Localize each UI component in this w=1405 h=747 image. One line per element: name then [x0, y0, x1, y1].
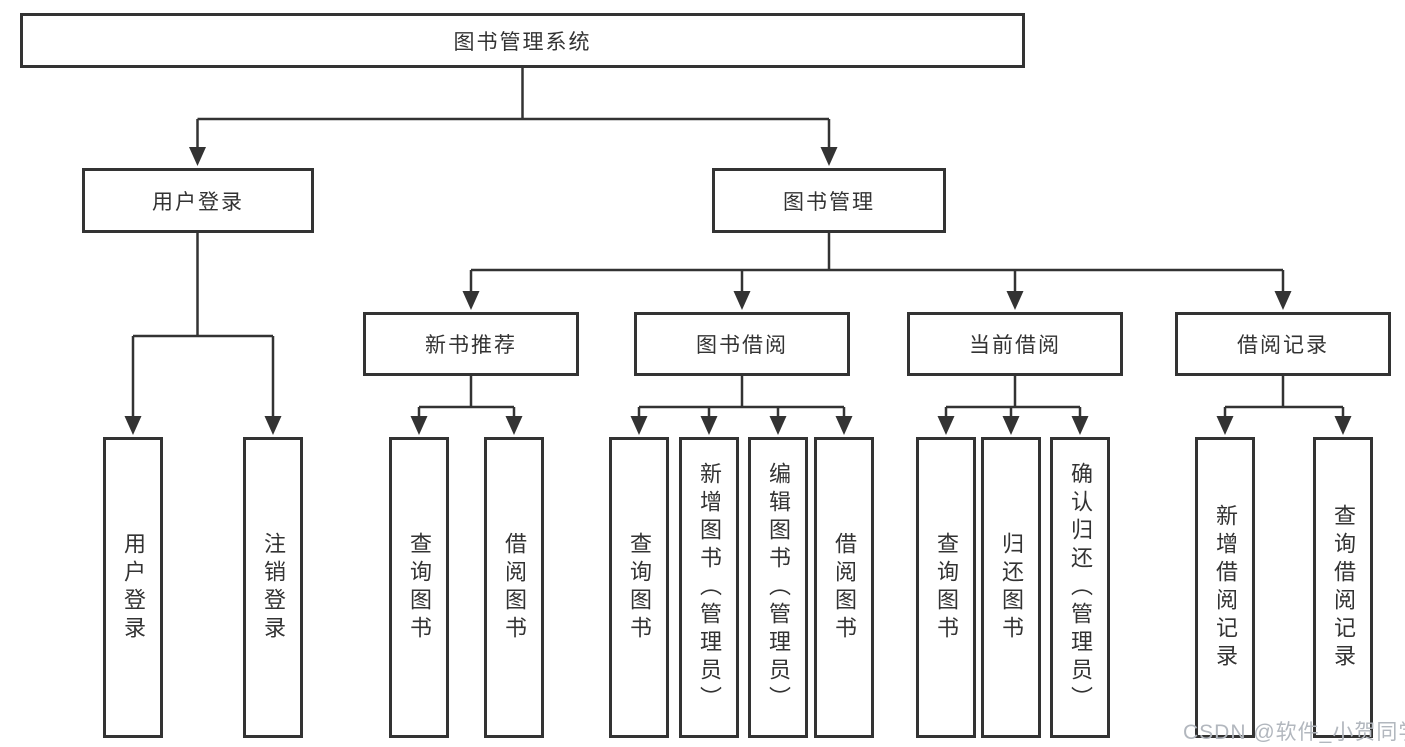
leaf-label: 查询借阅记录	[1331, 503, 1356, 672]
node-label: 图书管理	[783, 190, 875, 214]
node-label: 新书推荐	[425, 334, 517, 357]
leaf-edit-books-admin: 编辑图书（管理员）	[748, 437, 808, 738]
leaf-borrow-books: 借阅图书	[814, 437, 874, 738]
leaf-label: 借阅图书	[832, 531, 857, 644]
leaf-query-borrow-record: 查询借阅记录	[1313, 437, 1373, 738]
node-label: 图书管理系统	[453, 30, 592, 54]
leaf-label: 归还图书	[999, 531, 1024, 644]
leaf-label: 查询图书	[407, 531, 432, 644]
leaf-query-books-borrow: 查询图书	[609, 437, 669, 738]
leaf-borrow-books-recommend: 借阅图书	[484, 437, 544, 738]
leaf-user-login: 用户登录	[103, 437, 163, 738]
leaf-confirm-return-admin: 确认归还（管理员）	[1050, 437, 1110, 738]
leaf-add-books-admin: 新增图书（管理员）	[679, 437, 739, 738]
leaf-label: 编辑图书（管理员）	[766, 461, 791, 714]
node-label: 当前借阅	[969, 334, 1061, 357]
node-current-borrow: 当前借阅	[907, 312, 1123, 376]
node-root-system: 图书管理系统	[20, 13, 1025, 68]
leaf-add-borrow-record: 新增借阅记录	[1195, 437, 1255, 738]
node-user-login: 用户登录	[82, 168, 314, 233]
leaf-label: 查询图书	[627, 531, 652, 644]
leaf-label: 新增图书（管理员）	[697, 461, 722, 714]
leaf-logout: 注销登录	[243, 437, 303, 738]
node-label: 图书借阅	[696, 334, 788, 357]
node-book-borrow: 图书借阅	[634, 312, 850, 376]
node-label: 用户登录	[152, 190, 244, 214]
node-label: 借阅记录	[1237, 334, 1329, 357]
csdn-watermark: CSDN @软件_小贺同学	[1183, 721, 1405, 744]
leaf-label: 借阅图书	[502, 531, 527, 644]
node-new-book-recommend: 新书推荐	[363, 312, 579, 376]
node-borrow-records: 借阅记录	[1175, 312, 1391, 376]
leaf-label: 注销登录	[261, 531, 286, 644]
leaf-query-books-recommend: 查询图书	[389, 437, 449, 738]
node-book-management: 图书管理	[712, 168, 946, 233]
leaf-label: 查询图书	[934, 531, 959, 644]
leaf-label: 新增借阅记录	[1213, 503, 1238, 672]
leaf-query-books-current: 查询图书	[916, 437, 976, 738]
leaf-label: 用户登录	[121, 531, 146, 644]
leaf-return-books: 归还图书	[981, 437, 1041, 738]
leaf-label: 确认归还（管理员）	[1068, 461, 1093, 714]
